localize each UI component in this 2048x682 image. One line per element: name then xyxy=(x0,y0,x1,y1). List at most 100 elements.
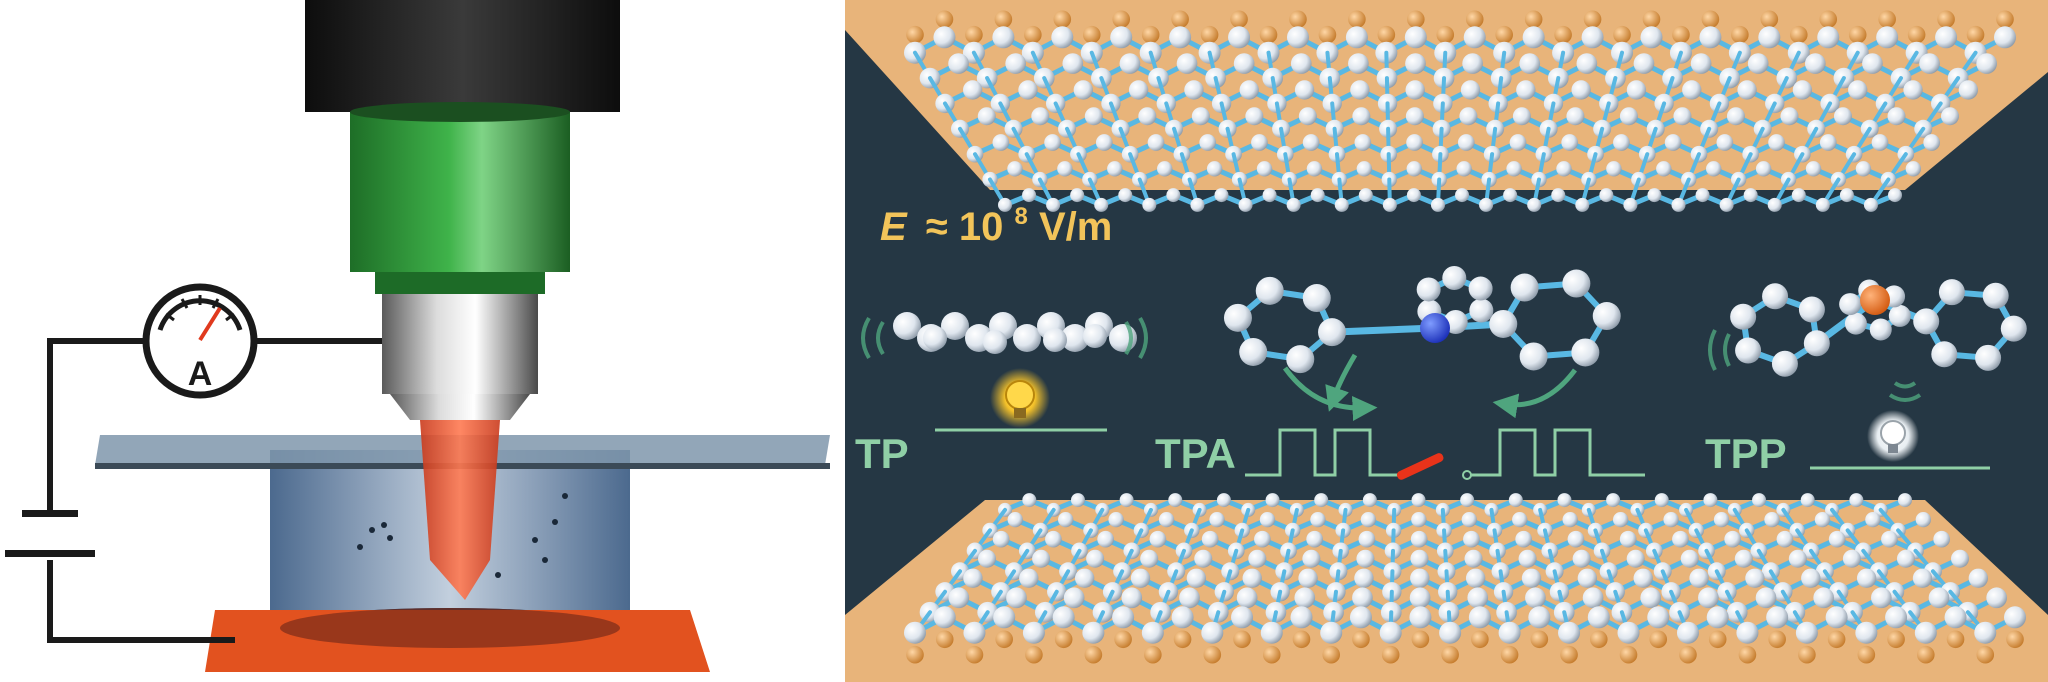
atom xyxy=(1577,568,1598,588)
atom xyxy=(1518,549,1537,568)
tp-vibration-arcs xyxy=(861,316,1148,360)
atom xyxy=(1647,606,1670,629)
atom xyxy=(1958,80,1979,100)
gold-atom xyxy=(1589,630,1608,649)
atom xyxy=(1086,549,1105,568)
gold-atom xyxy=(994,10,1013,29)
atom xyxy=(1613,134,1630,151)
atom xyxy=(1142,197,1157,212)
atom xyxy=(1510,273,1539,302)
atom xyxy=(1512,107,1531,126)
atom xyxy=(1519,342,1548,371)
atom xyxy=(1022,493,1037,508)
atom xyxy=(1121,587,1143,609)
gold-atom xyxy=(1966,25,1985,44)
atom xyxy=(1358,188,1373,203)
tpp-molecule xyxy=(1730,279,2027,377)
gold-atom xyxy=(1642,10,1661,29)
pulse-signal-icon xyxy=(1245,428,1645,480)
atom xyxy=(2004,606,2026,629)
atom xyxy=(1938,279,1965,306)
atom xyxy=(1804,53,1826,74)
atom xyxy=(1865,511,1881,528)
tpp-vibration-arcs xyxy=(1708,329,1922,402)
atom xyxy=(1699,26,1722,49)
atom xyxy=(1839,188,1854,203)
gold-atom xyxy=(1112,10,1131,29)
atom xyxy=(1233,53,1255,74)
atom xyxy=(1626,80,1647,100)
atom xyxy=(1058,511,1074,528)
tpa-molecule xyxy=(1223,266,1621,374)
gold-atom xyxy=(1907,25,1926,44)
atom xyxy=(1935,26,1958,49)
atom xyxy=(1406,161,1422,177)
atom xyxy=(1803,330,1830,357)
atom xyxy=(1214,188,1229,203)
atom xyxy=(1776,530,1794,548)
gold-atom xyxy=(1679,645,1697,664)
atom xyxy=(1158,511,1175,528)
atom xyxy=(1130,568,1151,588)
atom xyxy=(1005,53,1027,74)
atom xyxy=(1557,493,1572,508)
atom xyxy=(1459,107,1478,126)
gold-atom xyxy=(1798,645,1816,664)
atom xyxy=(1561,134,1579,151)
atom xyxy=(1825,606,1848,629)
field-exponent: 8 xyxy=(1015,203,1028,230)
atom xyxy=(1933,530,1950,548)
atom xyxy=(1260,621,1283,644)
atom xyxy=(1755,587,1777,609)
atom xyxy=(1633,568,1653,588)
atom xyxy=(1788,549,1807,568)
gold-atom xyxy=(1976,645,1995,664)
atom xyxy=(1073,80,1093,100)
atom xyxy=(1290,606,1313,629)
atom xyxy=(1404,26,1427,49)
atom xyxy=(1463,26,1486,49)
atom xyxy=(1640,26,1663,49)
atom xyxy=(1464,549,1483,568)
atom xyxy=(1706,161,1722,177)
atom xyxy=(1516,80,1536,100)
atom xyxy=(1007,511,1023,528)
gold-atom xyxy=(1672,25,1690,44)
atom xyxy=(1915,511,1932,528)
atom xyxy=(1245,107,1264,126)
atom xyxy=(1356,549,1375,568)
atom xyxy=(1310,188,1325,203)
atom xyxy=(1551,188,1566,203)
atom xyxy=(1913,308,1940,335)
atom xyxy=(1656,161,1672,177)
gold-atom xyxy=(1760,10,1779,29)
atom xyxy=(1409,587,1431,609)
atom xyxy=(1726,107,1745,126)
gold-atom xyxy=(1500,645,1519,664)
atom xyxy=(1168,493,1183,508)
atom xyxy=(1626,549,1645,568)
junction-illustration: E ≈ 10 8 V/m TP TPA TPP xyxy=(845,0,2048,682)
atom xyxy=(1562,269,1591,298)
setup-svg: A xyxy=(5,0,830,672)
atom xyxy=(1248,549,1267,568)
gold-atom xyxy=(1024,25,1042,44)
atom xyxy=(1467,587,1489,609)
gold-atom xyxy=(1203,645,1222,664)
circuit-wires xyxy=(47,338,385,643)
gold-atom xyxy=(1619,645,1638,664)
atom xyxy=(1239,80,1259,100)
atom xyxy=(1814,511,1831,528)
atom xyxy=(1298,107,1317,126)
atom xyxy=(1405,107,1424,126)
tpa-label: TPA xyxy=(1155,430,1236,477)
bond xyxy=(1328,324,1439,336)
atom xyxy=(1706,606,1729,629)
atom xyxy=(1057,161,1073,177)
tp-label: TP xyxy=(855,430,909,477)
atom xyxy=(1410,549,1429,568)
gold-atom xyxy=(1857,645,1876,664)
atom xyxy=(1566,107,1585,126)
atom xyxy=(1294,587,1316,609)
gold-atom xyxy=(995,630,1013,649)
